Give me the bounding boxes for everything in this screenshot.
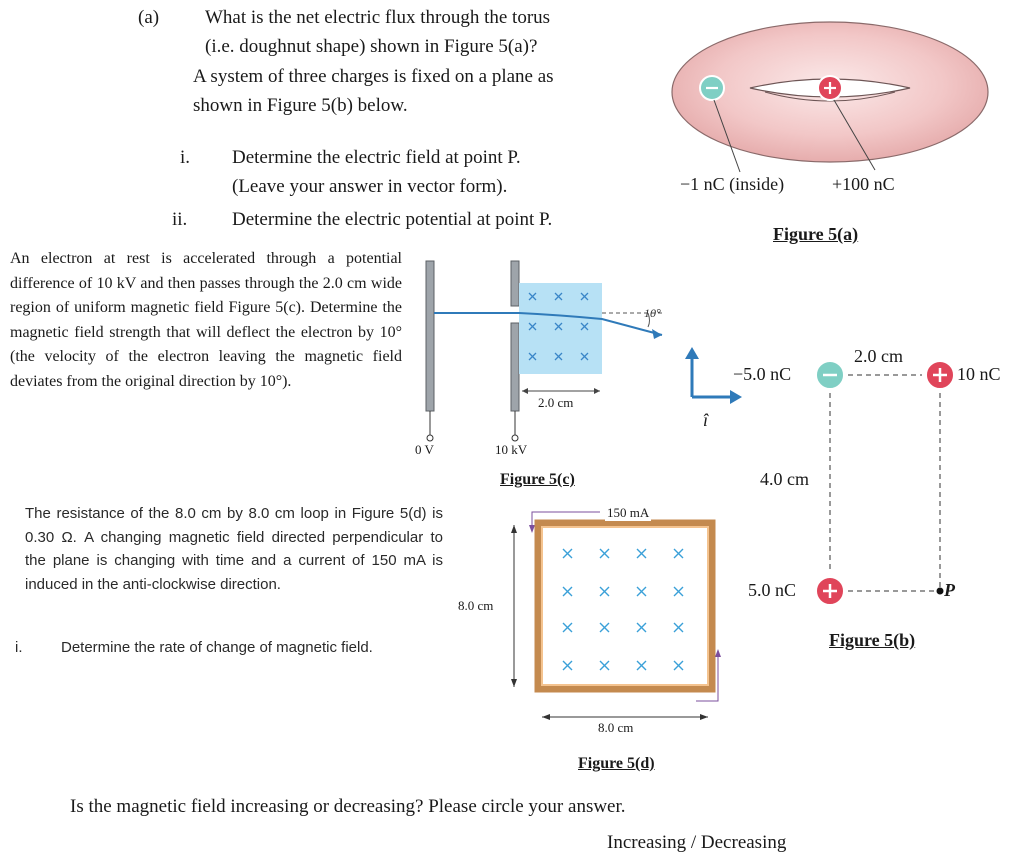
sub-i-line2: (Leave your answer in vector form). — [232, 176, 508, 197]
vertical-distance-label: 4.0 cm — [760, 469, 809, 489]
positive-charge-icon — [817, 75, 843, 101]
current-arrow-top — [531, 511, 600, 527]
q2-line2: shown in Figure 5(b) below. — [193, 95, 408, 116]
sub-ii-text: Determine the electric potential at poin… — [232, 209, 553, 230]
field-x-marks — [528, 292, 589, 361]
point-p-dot — [936, 587, 944, 595]
figure-5a-caption: Figure 5(a) — [773, 224, 859, 244]
loop-height-label: 8.0 cm — [458, 598, 494, 613]
current-label: 150 mA — [605, 505, 652, 521]
part-d-sub-i-label: i. — [15, 639, 23, 656]
negative-charge-icon — [815, 360, 845, 390]
sub-i-line1: Determine the electric field at point P. — [232, 147, 521, 168]
figure-5b-diagram — [815, 360, 955, 606]
loop-wire-inner — [541, 526, 709, 686]
pos-leader-line — [833, 99, 876, 171]
figure-5c-diagram — [425, 260, 663, 442]
top-left-charge-label: −5.0 nC — [733, 364, 792, 384]
part-d-sub-i-text: Determine the rate of change of magnetic… — [61, 639, 373, 656]
right-plate-top — [510, 260, 520, 307]
field-width-label: 2.0 cm — [538, 395, 574, 410]
top-right-charge-label: 10 nC — [957, 364, 1001, 384]
q1-line2: (i.e. doughnut shape) shown in Figure 5(… — [205, 36, 538, 57]
loop-width-label: 8.0 cm — [598, 720, 634, 735]
left-plate — [425, 260, 435, 412]
answer-options[interactable]: Increasing / Decreasing — [607, 832, 787, 853]
sub-i-label: i. — [180, 147, 191, 168]
neg-leader-line — [713, 99, 741, 173]
figure-5d-caption: Figure 5(d) — [578, 755, 655, 772]
loop-paragraph: The resistance of the 8.0 cm by 8.0 cm l… — [25, 505, 443, 593]
loop-field-x-marks — [562, 548, 684, 671]
q2-line1: A system of three charges is fixed on a … — [193, 66, 554, 87]
figure-5a-torus — [671, 21, 989, 173]
positive-charge-icon — [925, 360, 955, 390]
right-plate-voltage: 10 kV — [495, 442, 528, 457]
figure-5b-caption: Figure 5(b) — [829, 630, 916, 650]
i-hat-label: î — [703, 410, 709, 430]
unit-vector-axes — [685, 347, 742, 404]
left-plate-voltage: 0 V — [415, 442, 434, 457]
deflection-angle-label: 10° — [644, 306, 661, 320]
q1-line1: What is the net electric flux through th… — [205, 7, 551, 28]
electron-paragraph: An electron at rest is accelerated throu… — [10, 250, 402, 390]
torus-neg-label: −1 nC (inside) — [680, 174, 785, 194]
negative-charge-icon — [699, 75, 725, 101]
figure-5c-caption: Figure 5(c) — [500, 471, 575, 488]
torus-pos-label: +100 nC — [832, 174, 895, 194]
final-question: Is the magnetic field increasing or decr… — [70, 796, 626, 817]
current-arrow-bottom — [696, 655, 719, 702]
bottom-left-charge-label: 5.0 nC — [748, 580, 797, 600]
figure-5d-diagram — [511, 511, 721, 720]
sub-ii-label: ii. — [172, 209, 188, 230]
loop-wire-outer — [534, 519, 716, 693]
part-a-label: (a) — [138, 7, 160, 28]
horizontal-distance-label: 2.0 cm — [854, 346, 903, 366]
right-plate-bottom — [510, 322, 520, 412]
positive-charge-icon — [815, 576, 845, 606]
electron-path — [434, 312, 663, 336]
point-p-label: P — [944, 580, 955, 600]
